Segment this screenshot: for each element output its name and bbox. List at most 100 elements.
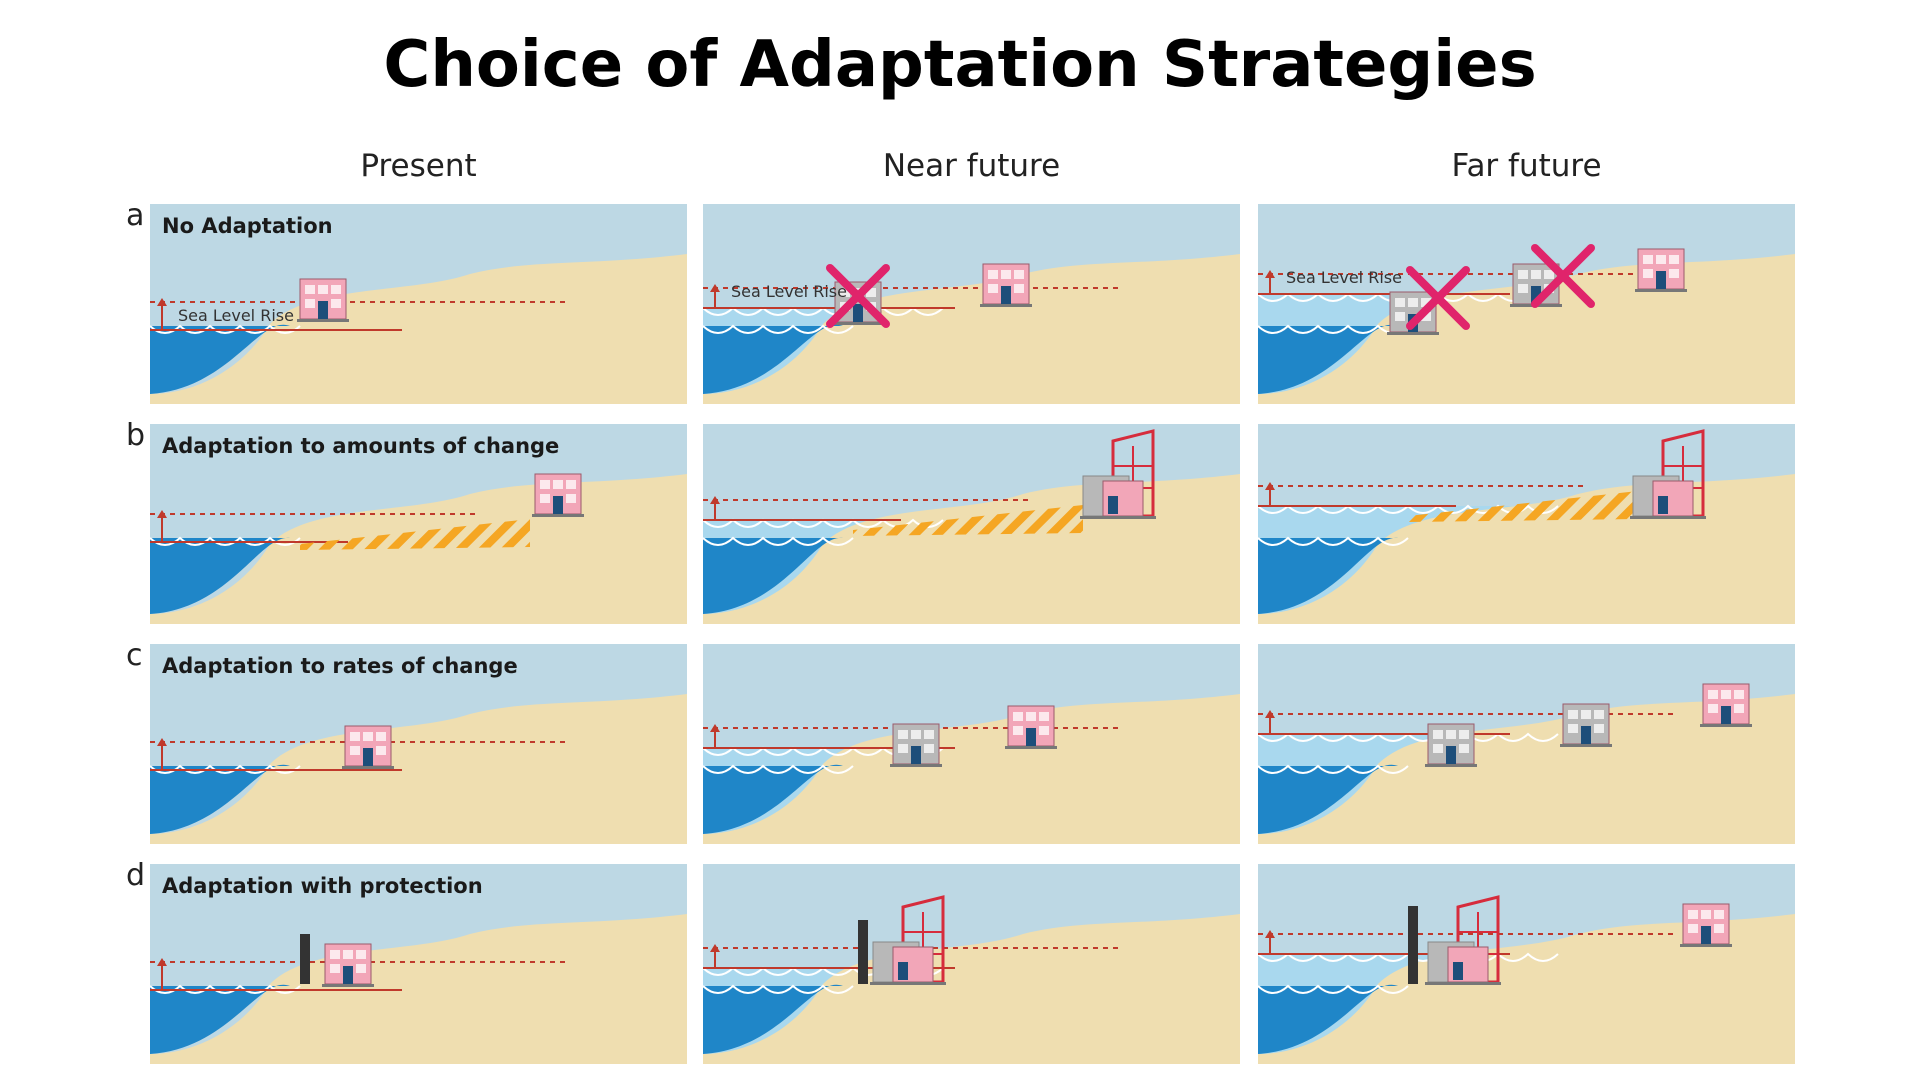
wave-crests bbox=[1258, 536, 1409, 546]
sand-slope bbox=[703, 254, 1240, 404]
sand-slope bbox=[150, 694, 687, 844]
cross-mark-icon bbox=[1406, 266, 1470, 330]
column-heading-near-future: Near future bbox=[882, 148, 1061, 184]
panel-c-2 bbox=[703, 644, 1240, 844]
coastal-building bbox=[1635, 248, 1687, 292]
sea-level-rise-arrow-icon bbox=[157, 738, 167, 770]
sand-slope bbox=[703, 694, 1240, 844]
panel-illustration bbox=[150, 204, 687, 404]
coastal-building bbox=[342, 725, 394, 769]
panel-c-1: Adaptation to rates of change bbox=[150, 644, 687, 844]
ocean bbox=[1258, 984, 1398, 1054]
row-letter-c: c bbox=[126, 638, 143, 673]
reclaimed-land-fill bbox=[853, 505, 1083, 536]
sea-wall bbox=[858, 920, 868, 984]
sea-level-rise-arrow-icon bbox=[710, 724, 720, 748]
row-letter-b: b bbox=[126, 418, 146, 453]
wave-crests bbox=[703, 324, 854, 334]
panel-b-2 bbox=[703, 424, 1240, 624]
panel-illustration bbox=[703, 644, 1240, 844]
sand-slope bbox=[1258, 914, 1795, 1064]
wave-crests bbox=[1258, 984, 1409, 994]
wave-crests bbox=[703, 536, 854, 546]
ocean bbox=[703, 984, 843, 1054]
sea-level-rise-arrow-icon bbox=[157, 510, 167, 542]
ocean bbox=[150, 324, 290, 394]
panel-illustration bbox=[1258, 424, 1795, 624]
wave-crests bbox=[1258, 764, 1409, 774]
wave-crests bbox=[703, 984, 854, 994]
coastal-building bbox=[1700, 683, 1752, 727]
sea-wall bbox=[300, 934, 310, 984]
row-letter-a: a bbox=[126, 198, 145, 233]
sea-level-rise-arrow-icon bbox=[710, 496, 720, 520]
ocean bbox=[703, 764, 843, 834]
ocean bbox=[1258, 537, 1398, 614]
panel-a-3: Sea Level Rise bbox=[1258, 204, 1795, 404]
panel-d-1: Adaptation with protection bbox=[150, 864, 687, 1064]
coastal-building bbox=[980, 263, 1032, 307]
ocean bbox=[703, 324, 843, 394]
panel-illustration bbox=[150, 424, 687, 624]
panel-illustration bbox=[1258, 864, 1795, 1064]
sea-level-rise-arrow-icon bbox=[157, 958, 167, 990]
panel-illustration bbox=[1258, 644, 1795, 844]
page-title: Choice of Adaptation Strategies bbox=[383, 28, 1537, 102]
sand-slope bbox=[150, 254, 687, 404]
reclaimed-land-fill bbox=[300, 519, 530, 550]
sea-wall bbox=[1408, 906, 1418, 984]
column-heading-far-future: Far future bbox=[1451, 148, 1602, 184]
row-letter-d: d bbox=[126, 858, 146, 893]
coastal-building bbox=[532, 473, 584, 517]
ocean bbox=[150, 537, 290, 614]
coastal-building bbox=[1005, 705, 1057, 749]
protected-building bbox=[870, 895, 946, 985]
wave-crests bbox=[150, 536, 301, 546]
relocated-old-building bbox=[1560, 703, 1612, 747]
relocated-old-building bbox=[1425, 723, 1477, 767]
ocean bbox=[150, 984, 290, 1054]
row-label-b: Adaptation to amounts of change bbox=[162, 434, 560, 458]
sand-slope bbox=[1258, 694, 1795, 844]
sea-level-rise-label: Sea Level Rise bbox=[1286, 268, 1402, 287]
sea-level-rise-label: Sea Level Rise bbox=[178, 306, 294, 325]
row-label-c: Adaptation to rates of change bbox=[162, 654, 518, 678]
sea-level-rise-arrow-icon bbox=[710, 284, 720, 308]
sea-level-rise-arrow-icon bbox=[157, 298, 167, 330]
panel-illustration bbox=[703, 204, 1240, 404]
sea-level-rise-arrow-icon bbox=[1265, 710, 1275, 734]
wave-crests bbox=[150, 984, 301, 994]
panel-illustration bbox=[150, 644, 687, 844]
ocean bbox=[150, 764, 290, 834]
sea-level-rise-arrow-icon bbox=[1265, 270, 1275, 294]
sea-level-rise-arrow-icon bbox=[710, 944, 720, 968]
panel-illustration bbox=[1258, 204, 1795, 404]
panel-d-3 bbox=[1258, 864, 1795, 1064]
sea-level-rise-arrow-icon bbox=[1265, 482, 1275, 506]
panel-b-1: Adaptation to amounts of change bbox=[150, 424, 687, 624]
panel-a-2: Sea Level Rise bbox=[703, 204, 1240, 404]
panel-c-3 bbox=[1258, 644, 1795, 844]
sea-level-rise-arrow-icon bbox=[1265, 930, 1275, 954]
relocated-old-building bbox=[890, 723, 942, 767]
wave-crests bbox=[1258, 324, 1409, 334]
ocean bbox=[1258, 764, 1398, 834]
row-label-d: Adaptation with protection bbox=[162, 874, 483, 898]
sand-slope bbox=[703, 914, 1240, 1064]
column-heading-present: Present bbox=[360, 148, 477, 184]
sea-level-rise-label: Sea Level Rise bbox=[731, 282, 847, 301]
ocean bbox=[1258, 324, 1398, 394]
coastal-building bbox=[322, 943, 374, 987]
ocean bbox=[703, 537, 843, 614]
panel-b-3 bbox=[1258, 424, 1795, 624]
expanded-building bbox=[1080, 429, 1156, 519]
sand-slope bbox=[150, 914, 687, 1064]
cross-mark-icon bbox=[826, 264, 890, 328]
reclaimed-land-fill bbox=[1408, 491, 1638, 522]
panel-d-2 bbox=[703, 864, 1240, 1064]
coastal-building bbox=[1680, 903, 1732, 947]
panel-illustration bbox=[150, 864, 687, 1064]
expanded-building bbox=[1630, 429, 1706, 519]
wave-crests bbox=[703, 764, 854, 774]
